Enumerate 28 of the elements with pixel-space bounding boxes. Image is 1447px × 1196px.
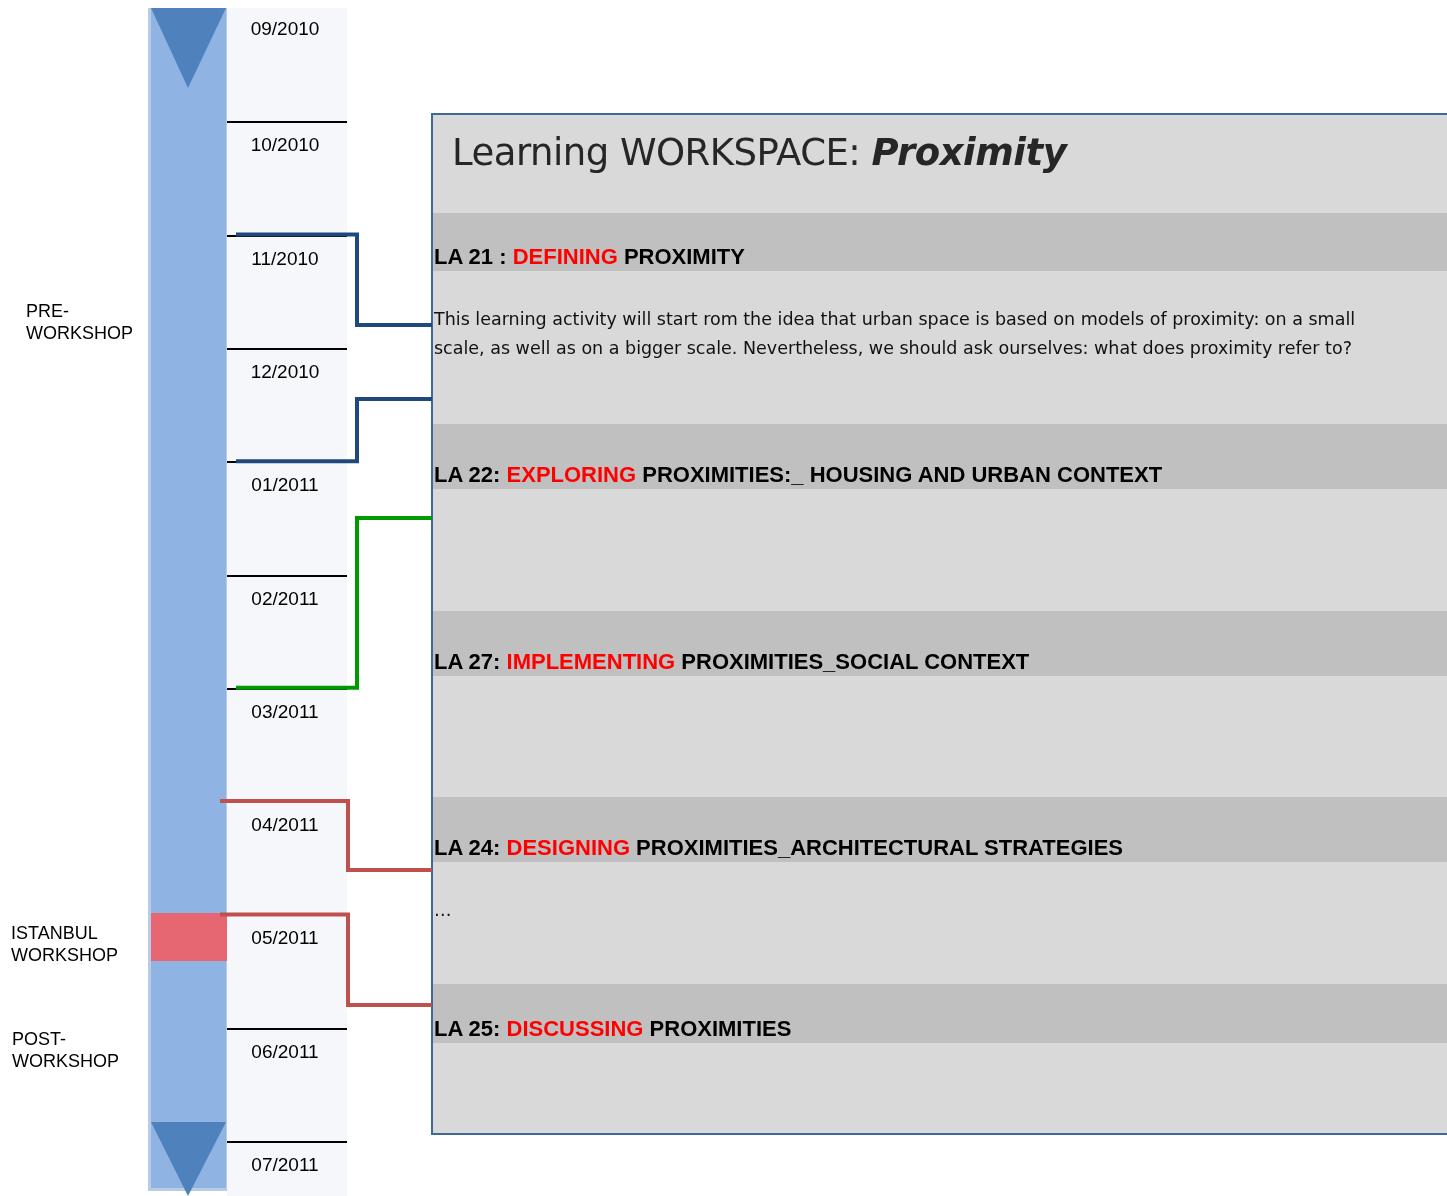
month-cell: 04/2011	[227, 801, 347, 915]
activity-title: LA 27: IMPLEMENTING PROXIMITIES_SOCIAL CONTEXT	[434, 649, 1030, 675]
month-cell: 03/2011	[227, 687, 347, 802]
connector-line	[220, 799, 432, 872]
phase-label: PRE- WORKSHOP	[26, 300, 133, 344]
connector-line	[236, 397, 432, 464]
workspace-panel	[431, 113, 1447, 1135]
month-cell: 07/2011	[227, 1141, 347, 1196]
month-cell: 06/2011	[227, 1027, 347, 1141]
connector-line	[236, 516, 432, 690]
connector-line	[236, 232, 432, 327]
activity-title: LA 25: DISCUSSING PROXIMITIES	[434, 1016, 792, 1042]
activity-title: LA 22: EXPLORING PROXIMITIES:_ HOUSING AND URBAN CONTEXT	[434, 462, 1163, 488]
month-cell: 01/2011	[227, 461, 347, 575]
month-cell: 12/2010	[227, 347, 347, 462]
month-cell: 02/2011	[227, 574, 347, 688]
month-cell: 05/2011	[227, 914, 347, 1028]
month-cell: 09/2010	[227, 8, 347, 122]
phase-label: POST- WORKSHOP	[12, 1028, 119, 1072]
month-cell: 11/2010	[227, 234, 347, 348]
activity-description: …	[433, 899, 453, 922]
activity-description: This learning activity will start rom the idea that urban space is based on models of proximity: on a small scale, as well as on a bigger scale. Nevertheless, we should ask ourselves: what does proximity refer to?	[433, 308, 1357, 360]
activity-title: LA 24: DESIGNING PROXIMITIES_ARCHITECTURAL STRATEGIES	[434, 835, 1123, 861]
connector-line	[220, 912, 432, 1007]
phase-label: ISTANBUL WORKSHOP	[11, 922, 118, 966]
activity-title: LA 21 : DEFINING PROXIMITY	[434, 244, 745, 270]
workspace-title: Learning WORKSPACE: Proximity	[452, 131, 1067, 174]
month-cell: 10/2010	[227, 121, 347, 235]
